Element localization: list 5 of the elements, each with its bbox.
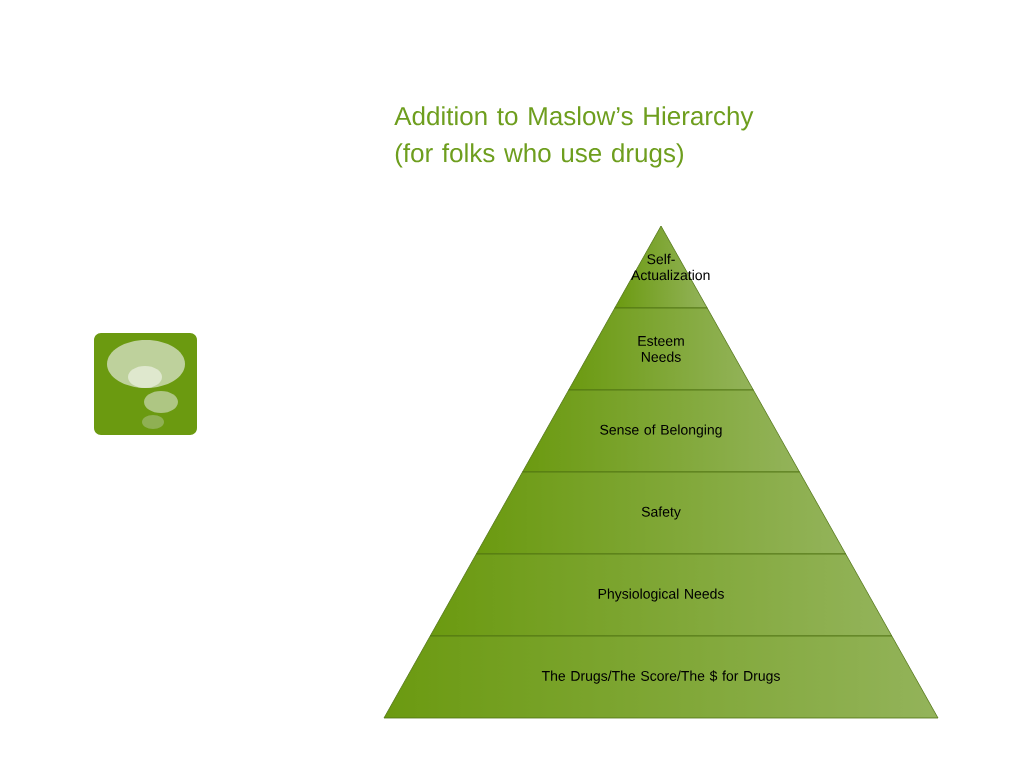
title: Addition to Maslow’s Hierarchy (for folks who use drugs) [394, 106, 754, 168]
pyramid-level: The Drugs/The Score/The $ for Drugs [383, 635, 939, 719]
pyramid-level: Safety [475, 471, 847, 555]
pyramid-level: Sense of Belonging [522, 389, 800, 473]
pyramid-level: Physiological Needs [429, 553, 893, 637]
